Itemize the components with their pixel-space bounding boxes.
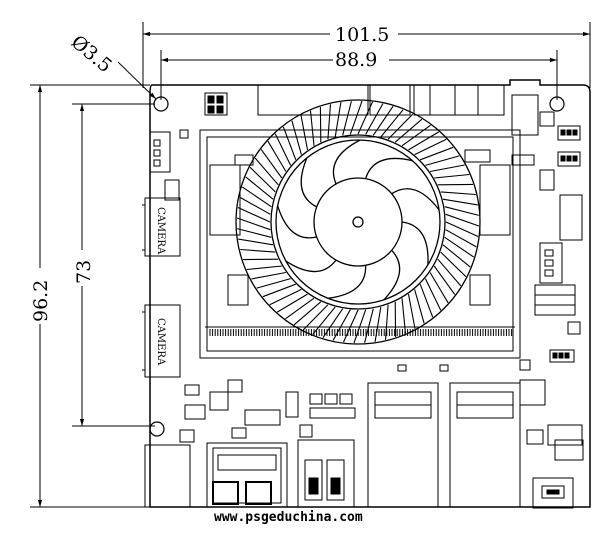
hole-spacing-width-label: 88.9 — [335, 49, 377, 71]
overall-width-label: 101.5 — [335, 24, 389, 46]
left-headers — [150, 130, 188, 200]
watermark: www.psgeduchina.com — [214, 510, 363, 525]
bottom-io — [145, 383, 573, 508]
camera-label-bottom: CAMERA — [155, 318, 166, 366]
module-edge-connector — [210, 329, 512, 336]
overall-height-label: 96.2 — [30, 280, 52, 322]
hole-diameter-label: Ø3.5 — [67, 31, 116, 77]
right-components — [512, 126, 583, 460]
bottom-small-components — [180, 360, 530, 442]
camera-label-top: CAMERA — [155, 207, 166, 255]
fan-blades — [278, 140, 440, 300]
hole-spacing-height-label: 73 — [73, 260, 95, 284]
